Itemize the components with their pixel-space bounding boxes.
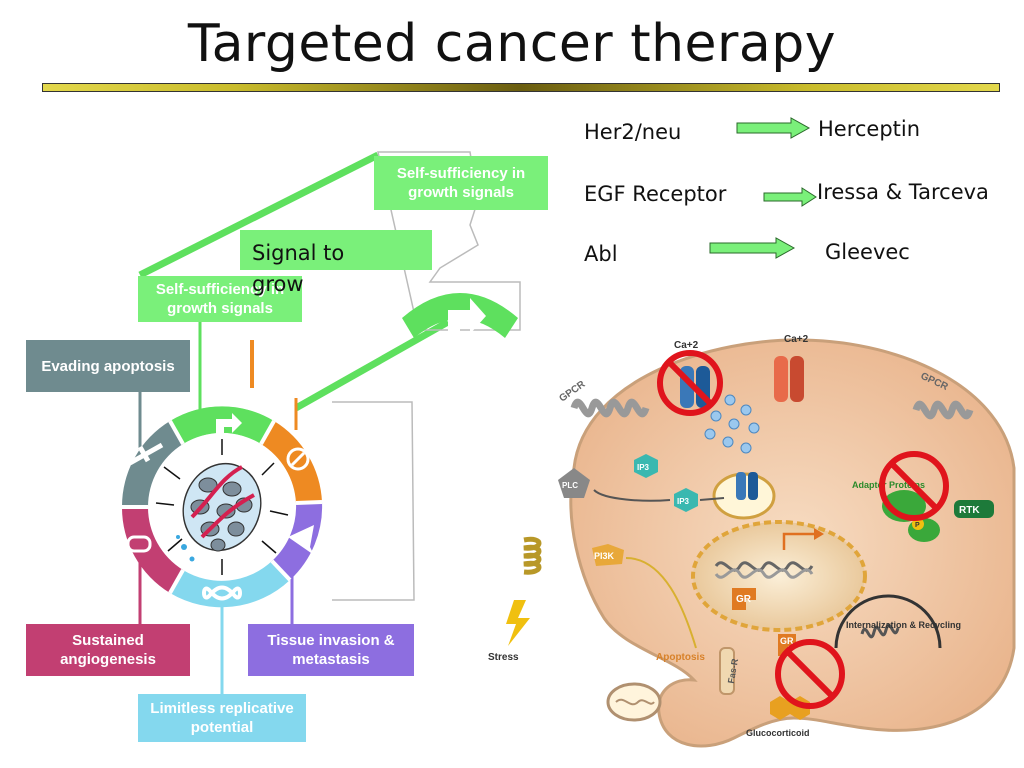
label-ip3-top: IP3	[637, 463, 650, 472]
label-gpcr-left: GPCR	[557, 378, 588, 404]
hallmark-self-sufficiency-top: Self-sufficiency in growth signals	[374, 156, 548, 210]
drug-iressa-tarceva: Iressa & Tarceva	[817, 180, 989, 204]
label-phospho: P	[915, 522, 920, 529]
hallmark-ring	[121, 406, 323, 608]
arrow-egfr	[763, 187, 817, 207]
hallmark-tissue-invasion: Tissue invasion & metastasis	[248, 624, 414, 676]
hallmark-self-sufficiency-left: Self-sufficiency in growth signals	[138, 276, 302, 322]
label-fas-r: Fas-R	[726, 657, 740, 684]
hallmark-sustained-angiogenesis: Sustained angiogenesis	[26, 624, 190, 676]
label-ca-right: Ca+2	[784, 334, 809, 345]
hallmark-evading-apoptosis: Evading apoptosis	[26, 340, 190, 392]
label-glucocorticoid: Glucocorticoid	[746, 728, 810, 738]
label-gr-cyto: GR	[780, 636, 794, 646]
label-ip3-bottom: IP3	[677, 497, 690, 506]
title-divider	[42, 83, 1000, 92]
hallmarks-diagram	[121, 151, 521, 694]
prohibit-egfr-icon	[879, 451, 949, 521]
arrow-her2	[736, 117, 811, 139]
drug-herceptin: Herceptin	[818, 117, 921, 141]
label-adaptor: Adaptor Proteins	[852, 480, 925, 490]
hallmark-limitless-replicative: Limitless replicative potential	[138, 694, 306, 742]
label-stress: Stress	[488, 652, 519, 663]
prohibit-abl-icon	[775, 639, 845, 709]
label-gr-nucleus: GR	[736, 594, 752, 605]
slide-title: Targeted cancer therapy	[187, 14, 837, 74]
signal-to-grow-box	[240, 230, 432, 270]
target-her2: Her2/neu	[584, 120, 682, 144]
signal-to-grow-label: Signal to grow	[252, 241, 345, 296]
label-internalization: Internalization & Recycling	[846, 620, 961, 630]
drug-gleevec: Gleevec	[825, 240, 910, 264]
target-egfr: EGF Receptor	[584, 182, 727, 206]
arrow-abl	[709, 237, 796, 259]
label-rtk: RTK	[959, 505, 980, 516]
target-abl: Abl	[584, 242, 618, 266]
label-apoptosis: Apoptosis	[656, 652, 705, 663]
label-pi3k: PI3K	[594, 551, 615, 561]
prohibit-her2-icon	[657, 350, 723, 416]
label-plc: PLC	[562, 481, 578, 490]
cell-signaling-diagram: GR GPCR GPCR Ca+2 Ca+2 PLC IP3 IP3 Stres…	[488, 334, 1016, 748]
label-ca-left: Ca+2	[674, 340, 699, 351]
